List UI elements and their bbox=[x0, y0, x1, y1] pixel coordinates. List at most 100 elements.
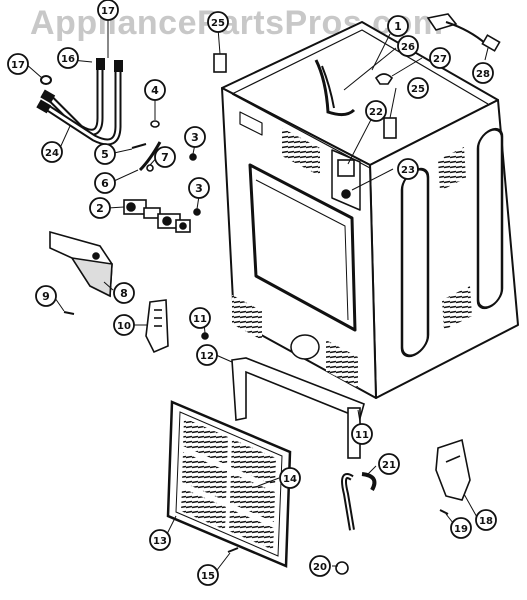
callout-number: 1 bbox=[394, 20, 402, 33]
callout-c1: 1 bbox=[387, 15, 409, 37]
callout-number: 9 bbox=[42, 290, 50, 303]
callout-c23: 23 bbox=[397, 158, 419, 180]
callout-c11b: 11 bbox=[351, 423, 373, 445]
callout-number: 11 bbox=[355, 430, 369, 441]
callout-number: 16 bbox=[61, 54, 75, 65]
callout-c21: 21 bbox=[378, 453, 400, 475]
callout-number: 23 bbox=[401, 165, 415, 176]
callout-c3a: 3 bbox=[184, 126, 206, 148]
callout-bubble bbox=[450, 517, 472, 539]
callout-bubble bbox=[97, 0, 119, 21]
callout-c20: 20 bbox=[309, 555, 331, 577]
callout-bubble bbox=[94, 143, 116, 165]
callout-bubble bbox=[113, 282, 135, 304]
callout-number: 4 bbox=[151, 84, 159, 97]
callout-bubble bbox=[7, 53, 29, 75]
callout-bubble bbox=[397, 35, 419, 57]
callout-number: 3 bbox=[195, 182, 203, 195]
callout-group: 1233456789101111121314151617171819202122… bbox=[7, 0, 497, 586]
callout-bubble bbox=[387, 15, 409, 37]
callout-bubble bbox=[472, 62, 494, 84]
callout-c7: 7 bbox=[154, 146, 176, 168]
callout-bubble bbox=[35, 285, 57, 307]
callout-c17a: 17 bbox=[97, 0, 119, 21]
callout-number: 2 bbox=[96, 202, 104, 215]
callout-number: 27 bbox=[433, 54, 447, 65]
callout-c2: 2 bbox=[89, 197, 111, 219]
callout-c14: 14 bbox=[279, 467, 301, 489]
callout-c16: 16 bbox=[57, 47, 79, 69]
callout-c12: 12 bbox=[196, 344, 218, 366]
callout-c13: 13 bbox=[149, 529, 171, 551]
small-parts bbox=[49, 13, 501, 575]
callout-c25b: 25 bbox=[407, 77, 429, 99]
callout-number: 28 bbox=[476, 69, 490, 80]
callout-number: 18 bbox=[479, 516, 493, 527]
callout-number: 14 bbox=[283, 474, 297, 485]
callout-bubble bbox=[397, 158, 419, 180]
callout-bubble bbox=[351, 423, 373, 445]
callout-bubble bbox=[189, 307, 211, 329]
callout-number: 25 bbox=[411, 84, 425, 95]
callout-bubble bbox=[429, 47, 451, 69]
callout-number: 11 bbox=[193, 314, 207, 325]
callout-c6: 6 bbox=[94, 172, 116, 194]
callout-number: 8 bbox=[120, 287, 128, 300]
callout-c10: 10 bbox=[113, 314, 135, 336]
callout-c9: 9 bbox=[35, 285, 57, 307]
callout-bubble bbox=[57, 47, 79, 69]
callout-c28: 28 bbox=[472, 62, 494, 84]
callout-c25a: 25 bbox=[207, 11, 229, 33]
callout-number: 3 bbox=[191, 131, 199, 144]
callout-bubble bbox=[41, 141, 63, 163]
inlet-hoses bbox=[44, 64, 122, 146]
callout-bubble bbox=[365, 100, 387, 122]
callout-bubble bbox=[475, 509, 497, 531]
callout-c19: 19 bbox=[450, 517, 472, 539]
cabinet-front-opening bbox=[248, 163, 357, 332]
callout-c4: 4 bbox=[144, 79, 166, 101]
callout-c18: 18 bbox=[475, 509, 497, 531]
callout-c24: 24 bbox=[41, 141, 63, 163]
callout-number: 13 bbox=[153, 536, 167, 547]
callout-number: 6 bbox=[101, 177, 109, 190]
callout-bubble bbox=[279, 467, 301, 489]
callout-number: 21 bbox=[382, 460, 396, 471]
callout-number: 15 bbox=[201, 571, 215, 582]
callout-c27: 27 bbox=[429, 47, 451, 69]
callout-number: 10 bbox=[117, 321, 131, 332]
callout-number: 20 bbox=[313, 562, 327, 573]
callout-number: 17 bbox=[101, 6, 115, 17]
callout-c11a: 11 bbox=[189, 307, 211, 329]
callout-number: 24 bbox=[45, 148, 59, 159]
callout-c22: 22 bbox=[365, 100, 387, 122]
callout-bubble bbox=[207, 11, 229, 33]
callout-c5: 5 bbox=[94, 143, 116, 165]
callout-bubble bbox=[89, 197, 111, 219]
callout-c26: 26 bbox=[397, 35, 419, 57]
callout-number: 22 bbox=[369, 107, 383, 118]
callout-bubble bbox=[149, 529, 171, 551]
callout-number: 12 bbox=[200, 351, 214, 362]
callout-c3b: 3 bbox=[188, 177, 210, 199]
callout-c17b: 17 bbox=[7, 53, 29, 75]
callout-number: 19 bbox=[454, 524, 468, 535]
callout-bubble bbox=[407, 77, 429, 99]
callout-bubble bbox=[113, 314, 135, 336]
callout-number: 17 bbox=[11, 60, 25, 71]
callout-bubble bbox=[197, 564, 219, 586]
callout-number: 7 bbox=[161, 151, 169, 164]
callout-bubble bbox=[378, 453, 400, 475]
callout-c8: 8 bbox=[113, 282, 135, 304]
callout-bubble bbox=[154, 146, 176, 168]
callout-bubble bbox=[144, 79, 166, 101]
callout-bubble bbox=[188, 177, 210, 199]
callout-c15: 15 bbox=[197, 564, 219, 586]
callout-bubble bbox=[94, 172, 116, 194]
callout-bubble bbox=[184, 126, 206, 148]
hose-fittings bbox=[36, 58, 123, 114]
toe-panel bbox=[166, 400, 292, 568]
callout-number: 26 bbox=[401, 42, 415, 53]
callout-number: 25 bbox=[211, 18, 225, 29]
